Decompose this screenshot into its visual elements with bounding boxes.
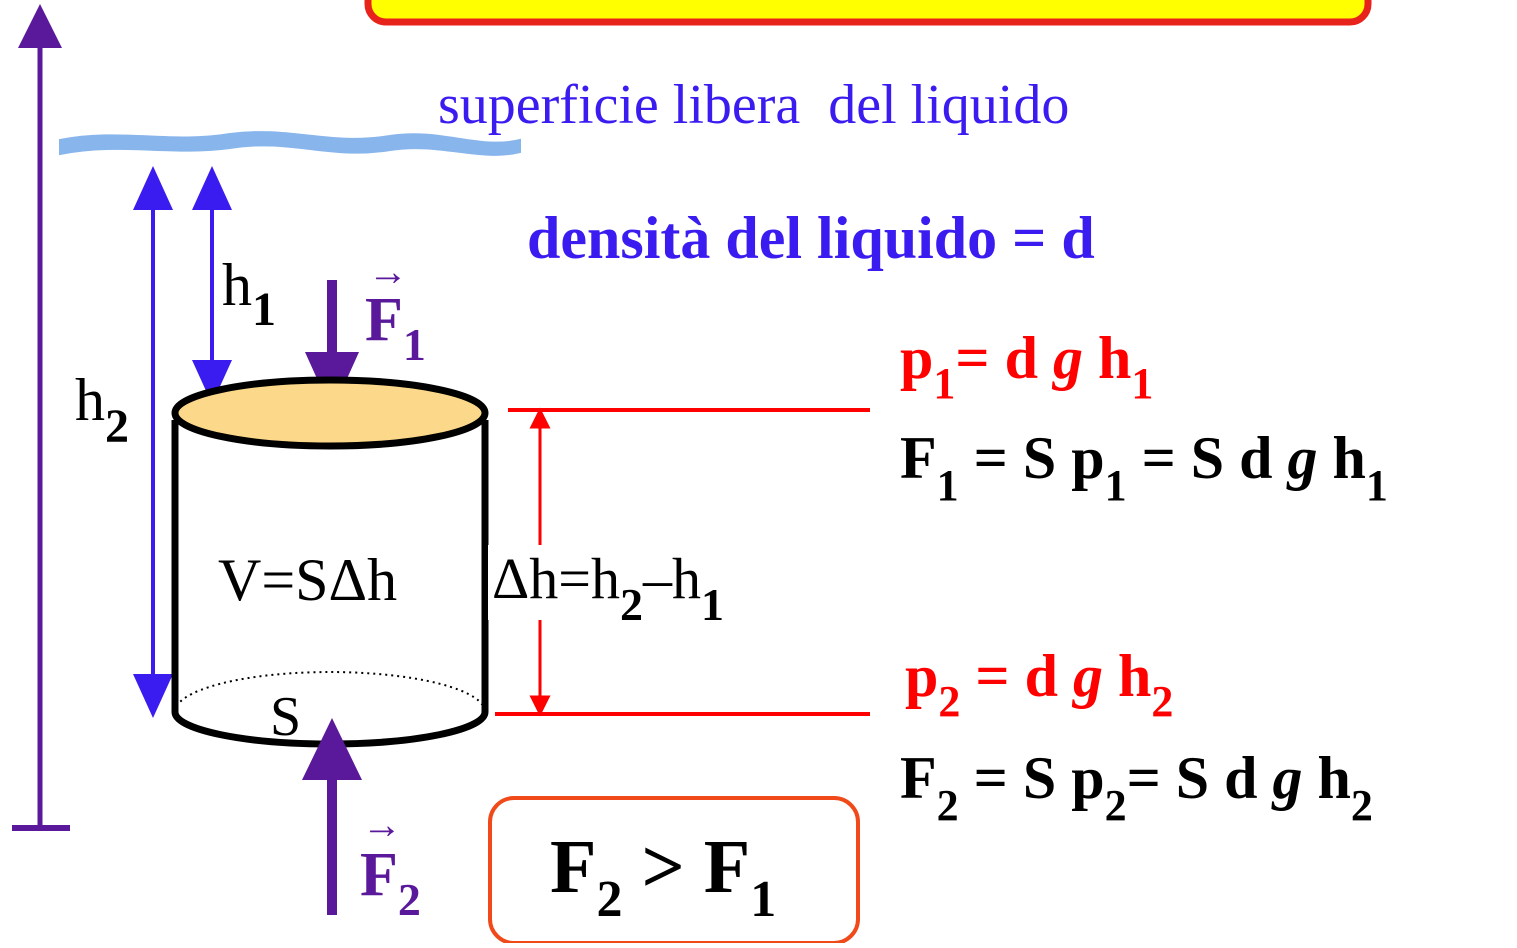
delta-h-label: Δh=h2–h1 xyxy=(492,546,724,630)
h1-label: h1 xyxy=(222,252,276,336)
h2-arrow xyxy=(133,166,173,718)
F2-force-arrow xyxy=(302,718,362,915)
surface-label: superficie libera del liquido xyxy=(438,74,1069,136)
F1-vector-label: F1 xyxy=(365,286,426,370)
F1-equation: F1 = S p1 = S d g h1 xyxy=(900,425,1388,510)
title-banner xyxy=(364,0,1372,26)
p1-equation: p1= d g h1 xyxy=(900,325,1153,408)
cylinder-top-face xyxy=(171,376,489,450)
F1-vector-arrow: → xyxy=(368,249,408,294)
result-inequality: F2 > F1 xyxy=(550,825,776,928)
p2-equation: p2 = d g h2 xyxy=(905,643,1173,726)
height-axis xyxy=(12,4,70,831)
density-label: densità del liquido = d xyxy=(527,205,1095,271)
F2-vector-arrow: → xyxy=(362,802,402,847)
F2-vector-label: F2 xyxy=(360,841,421,925)
area-label: S xyxy=(270,686,301,748)
volume-label: V=SΔh xyxy=(218,547,397,613)
h2-label: h2 xyxy=(75,367,129,453)
h1-arrow xyxy=(192,166,232,404)
liquid-surface xyxy=(59,131,521,156)
F2-equation: F2 = S p2= S d g h2 xyxy=(900,745,1373,830)
